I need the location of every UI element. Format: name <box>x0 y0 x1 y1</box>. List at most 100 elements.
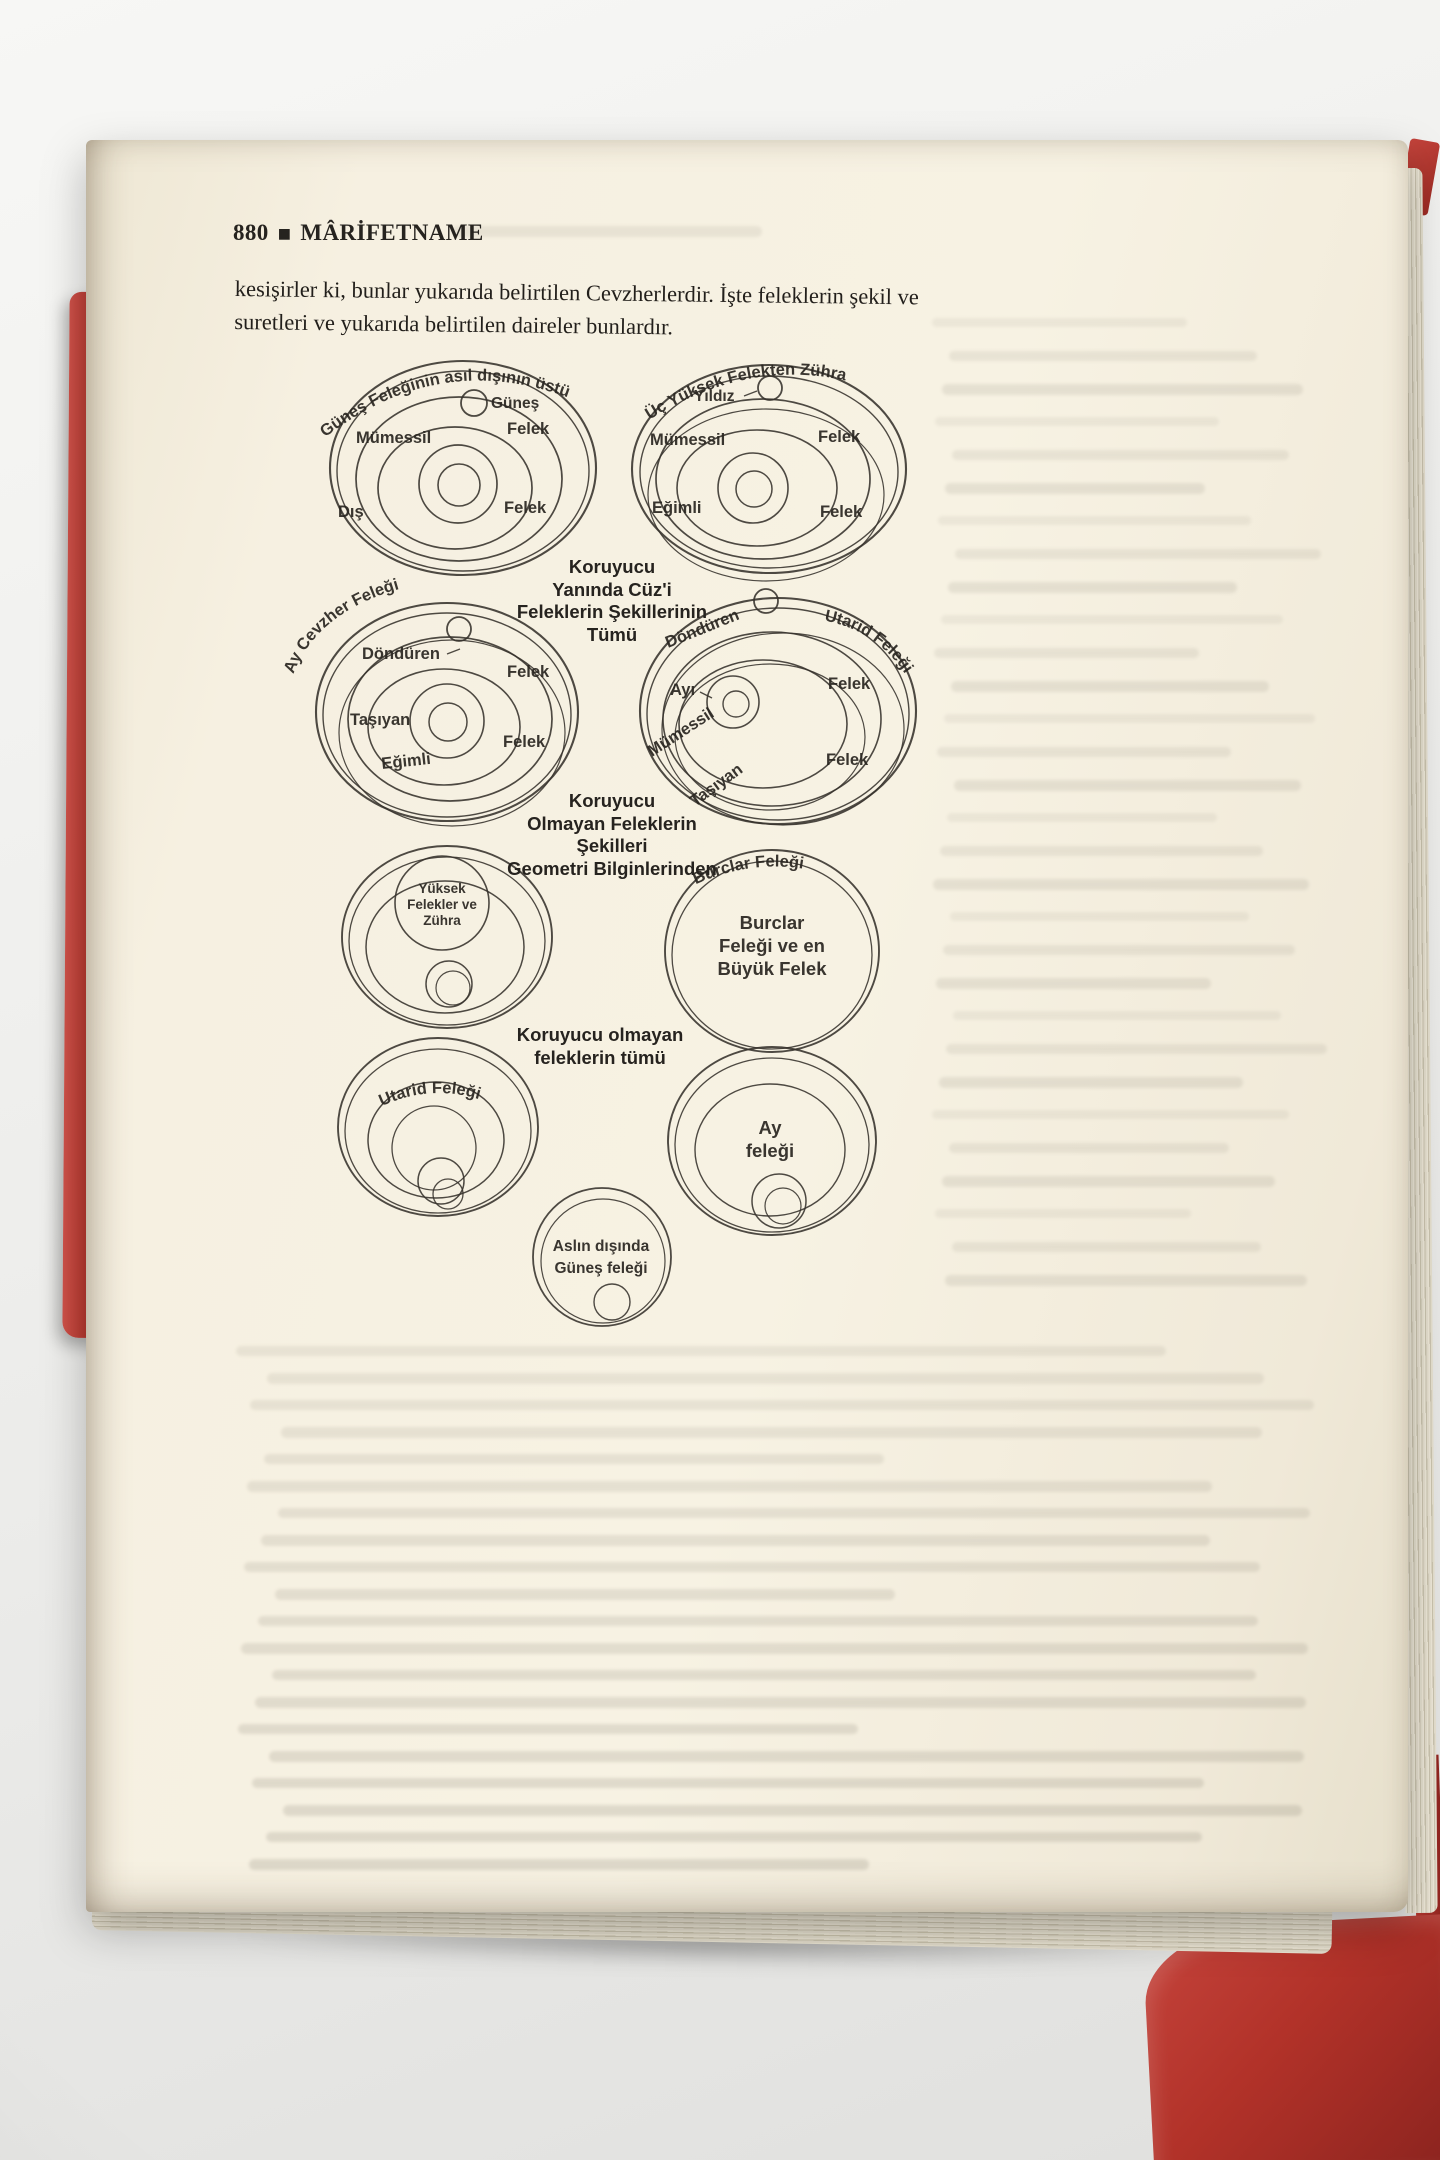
label-felek: Felek <box>826 751 869 769</box>
label-dis: Dış <box>338 503 364 521</box>
caption-cuzi-felekler: Koruyucu Yanında Cüz'i Feleklerin Şekill… <box>492 556 732 646</box>
diagram-sun-outside: Aslın dışında Güneş feleği <box>532 1187 672 1327</box>
center-label: Feleği ve en <box>719 935 825 956</box>
caption-koruyucu-olmayan-tumu: Koruyucu olmayan feleklerin tümü <box>480 1024 720 1069</box>
moon-circle <box>706 675 760 729</box>
diagram-zuhra-sphere: Üç Yüksek Felekten Zühra Yıldız Mümessil… <box>630 361 908 582</box>
moon-circle <box>722 690 750 718</box>
body-paragraph: kesişirler ki, bunlar yukarıda belirtile… <box>234 272 1015 348</box>
label-mumessil: Mümessil <box>356 429 431 447</box>
label-donduren: Döndüren <box>362 645 440 663</box>
ring <box>337 1037 539 1217</box>
ring <box>417 1157 465 1205</box>
caption-line: Koruyucu olmayan <box>516 1024 684 1045</box>
ring <box>367 1081 505 1199</box>
center-label: Büyük Felek <box>718 958 828 979</box>
diagram-burclar-sphere: Burclar Feleği Burclar Feleği ve en Büyü… <box>664 849 880 1053</box>
center-label: Yüksek <box>418 881 466 896</box>
label-mumessil: Mümessil <box>650 431 725 449</box>
diagram-sun-sphere: Güneş Feleğinin asıl dışının üstü Güneş … <box>317 359 598 577</box>
caption-line: Feleklerin Şekillerinin <box>516 601 708 622</box>
leader-line <box>446 648 461 655</box>
center-label: Felekler ve <box>407 897 477 912</box>
ring <box>428 702 468 742</box>
caption-line: Olmayan Feleklerin <box>527 812 697 834</box>
ring <box>540 1198 666 1324</box>
label-tasiyan: Taşıyan <box>350 711 410 729</box>
ring <box>593 1283 631 1321</box>
svg-text:Utarid Feleği: Utarid Feleği <box>376 1079 483 1110</box>
ring <box>661 632 905 826</box>
label-yildiz: Yıldız <box>694 388 735 405</box>
ring <box>432 1178 464 1210</box>
small-top-circle <box>753 588 779 614</box>
ring <box>355 396 563 562</box>
ring <box>435 970 471 1006</box>
ring <box>418 444 498 524</box>
diagram-moon-small: Ay feleği <box>667 1046 877 1236</box>
center-label: feleği <box>746 1140 794 1161</box>
label-felek: Felek <box>507 420 550 438</box>
ring <box>664 849 880 1053</box>
ring <box>365 880 525 1014</box>
ring <box>532 1187 672 1327</box>
ring <box>344 1048 532 1214</box>
caption-koruyucu-olmayan: Koruyucu Olmayan Feleklerin Şekilleri Ge… <box>487 790 737 880</box>
ring <box>437 463 481 507</box>
leader-line <box>699 691 713 699</box>
ring <box>735 470 773 508</box>
ring <box>667 1046 877 1236</box>
star-circle <box>757 375 783 401</box>
arc-label: Üç Yüksek Felekten Zühra <box>642 361 849 424</box>
ring <box>674 663 866 811</box>
ring <box>647 408 885 582</box>
label-felek: Felek <box>820 503 863 521</box>
ring <box>367 668 521 786</box>
label-egimli: Eğimli <box>652 499 702 517</box>
caption-line: feleklerin tümü <box>534 1046 666 1068</box>
leader-line <box>743 390 758 397</box>
arc-label: Utarid Feleği <box>823 607 916 676</box>
ring <box>314 601 580 823</box>
square-separator-icon: ■ <box>277 226 292 242</box>
label-egimli: Eğimli <box>381 750 432 773</box>
ring <box>646 607 910 821</box>
ring <box>674 1057 870 1233</box>
center-label: Ay <box>759 1117 783 1138</box>
sun-circle <box>460 389 488 417</box>
ring <box>322 612 572 818</box>
label-felek: Felek <box>818 428 861 446</box>
ring <box>425 960 473 1008</box>
label-gunes: Güneş <box>491 395 539 412</box>
center-label: Burclar <box>740 912 805 933</box>
ring <box>678 659 848 789</box>
ring <box>341 845 553 1029</box>
label-felek: Felek <box>504 499 547 517</box>
caption-line: Tümü <box>586 623 638 645</box>
label-ayi: Ayı <box>670 681 695 699</box>
ring <box>694 1083 846 1217</box>
ring <box>377 426 533 550</box>
ring <box>409 683 485 759</box>
page-number: 880 <box>233 220 269 245</box>
page-header: 880 ■ MÂRİFETNAME <box>233 220 484 246</box>
label-felek: Felek <box>828 675 871 693</box>
label-circle <box>394 855 490 951</box>
label-felek: Felek <box>503 733 546 751</box>
arc-label: Utarid Feleği <box>376 1079 483 1110</box>
ring <box>328 359 598 577</box>
ring <box>336 370 590 572</box>
ring <box>671 860 873 1050</box>
caption-line: Koruyucu <box>568 556 656 577</box>
small-top-circle <box>446 616 472 642</box>
caption-line: Yanında Cüz'i <box>552 578 672 600</box>
caption-line: Şekilleri <box>576 835 648 856</box>
center-label: Güneş feleği <box>554 1260 647 1277</box>
ring <box>751 1173 807 1229</box>
book-title: MÂRİFETNAME <box>300 220 484 245</box>
label-felek: Felek <box>507 663 550 681</box>
diagram-high-spheres: Yüksek Felekler ve Zühra <box>341 845 553 1029</box>
svg-text:Üç Yüksek Felekten Zühra: Üç Yüksek Felekten Zühra <box>642 361 849 424</box>
